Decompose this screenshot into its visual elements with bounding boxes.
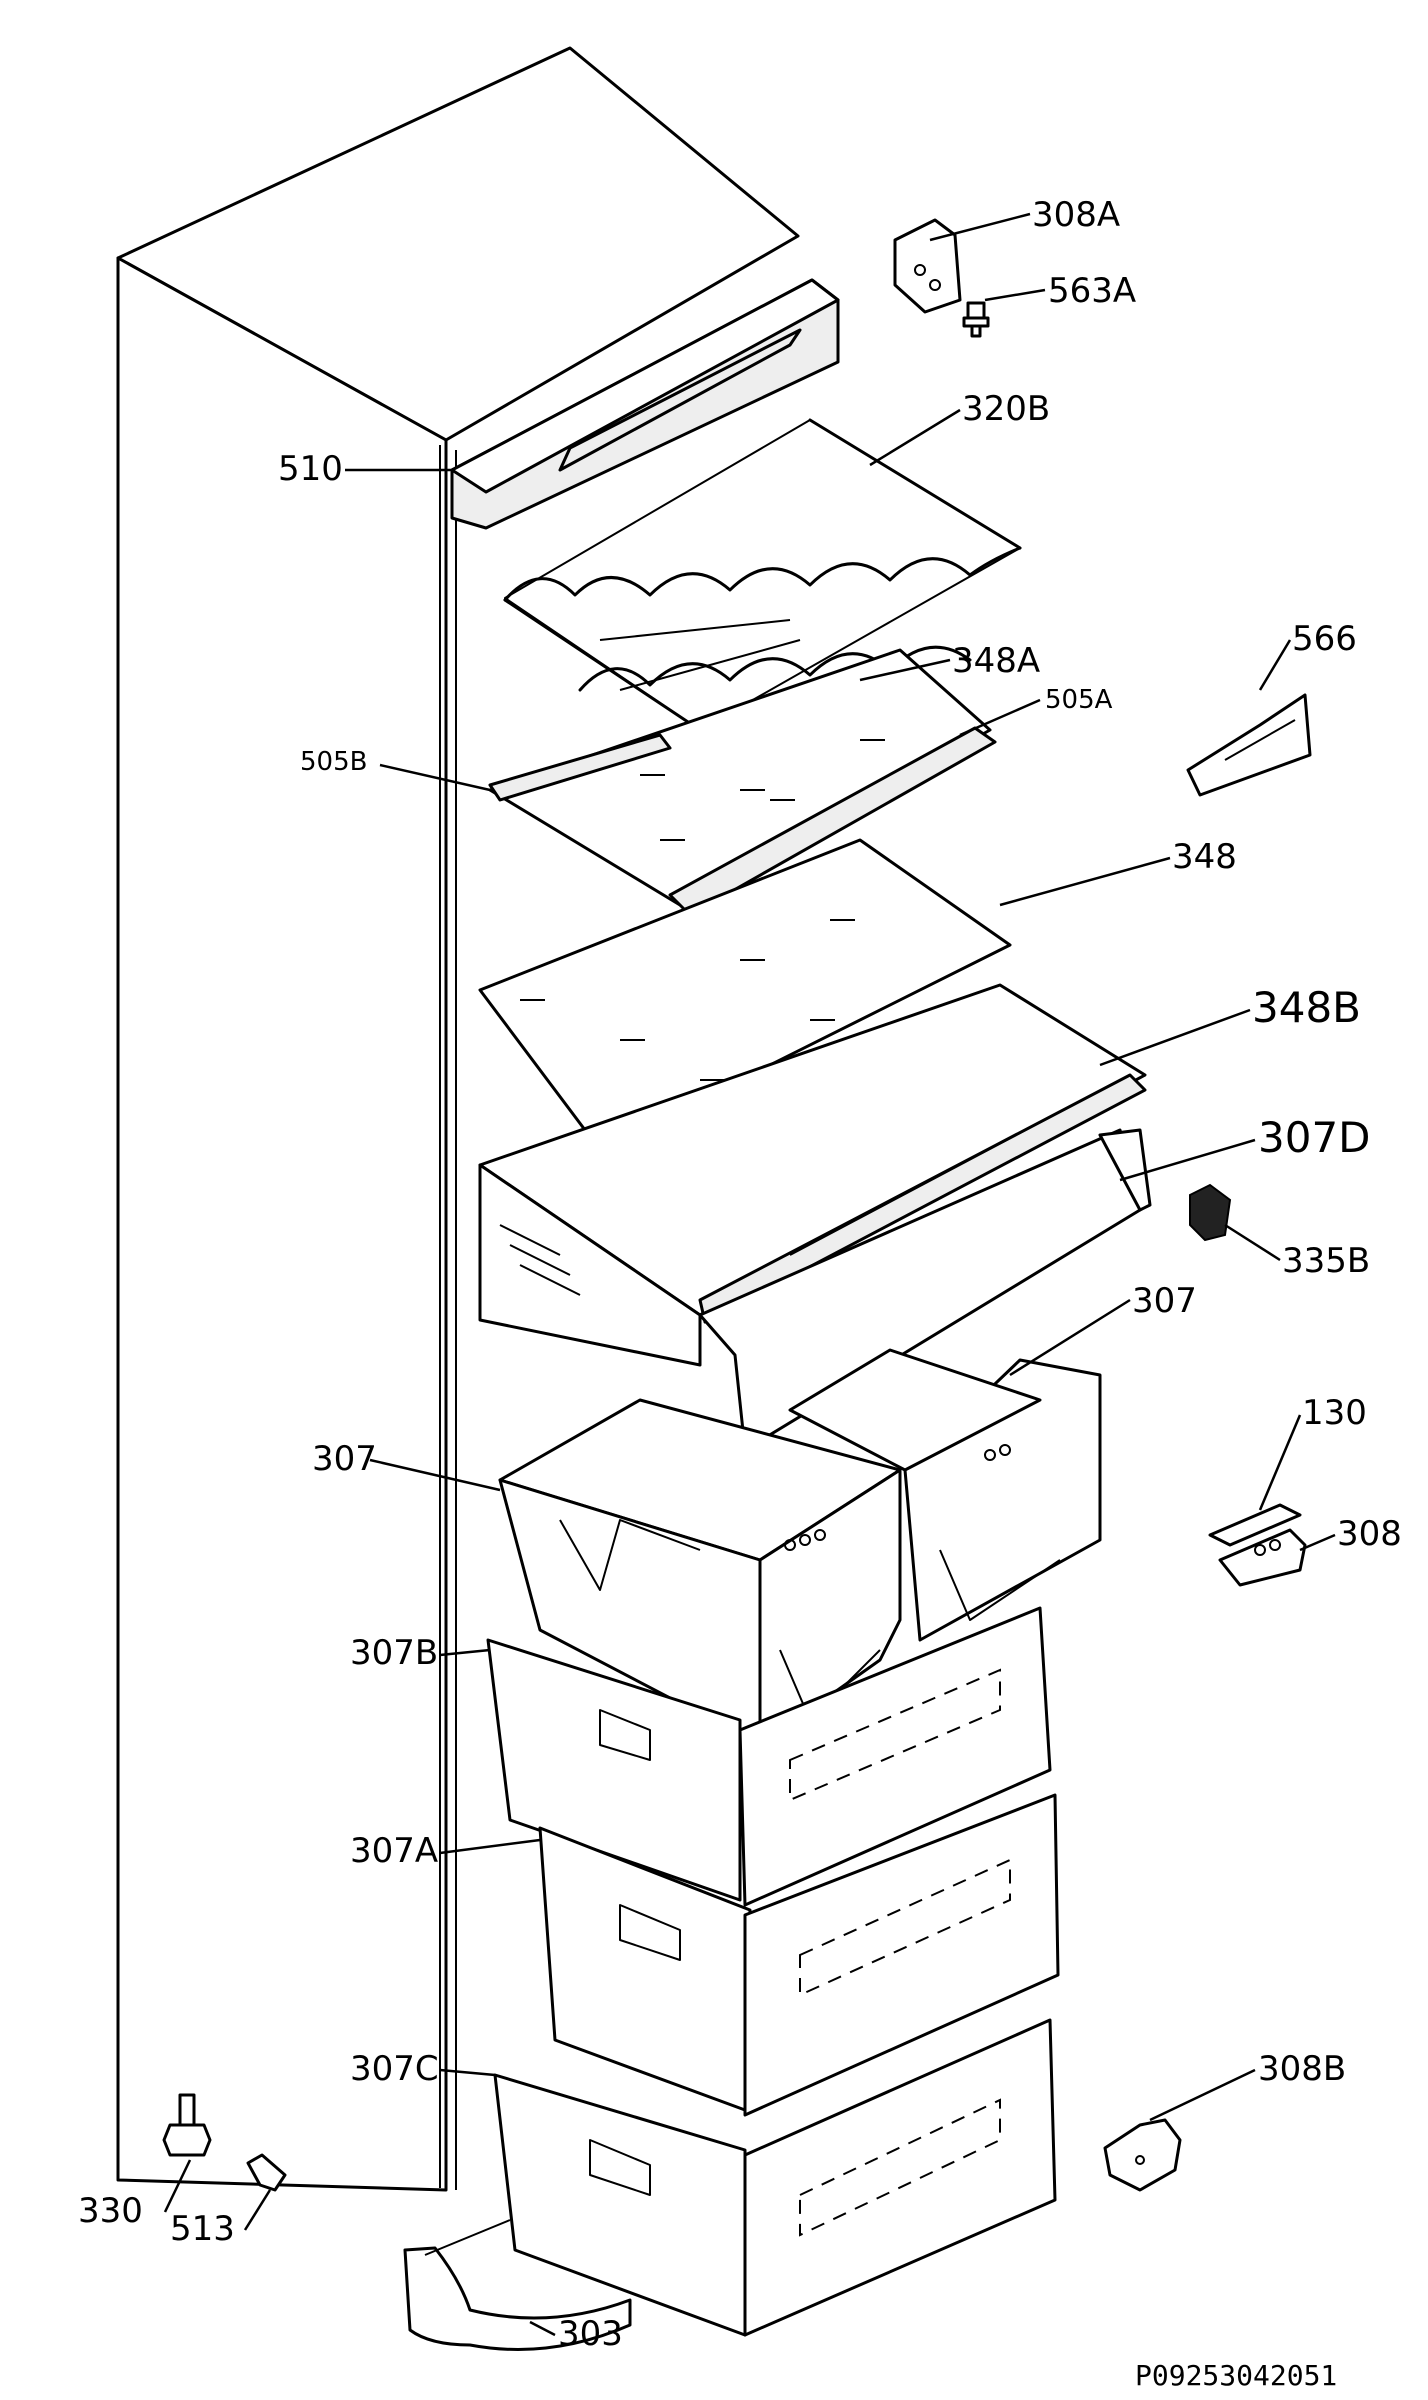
drawing-code: P09253042051 bbox=[1135, 2359, 1337, 2392]
label-130: 130 bbox=[1302, 1393, 1367, 1433]
label-320B: 320B bbox=[962, 389, 1050, 429]
label-510: 510 bbox=[278, 449, 343, 489]
label-505A: 505A bbox=[1045, 685, 1113, 715]
part-303-kick-plate bbox=[403, 2219, 632, 2351]
label-307C: 307C bbox=[350, 2049, 439, 2089]
label-348B: 348B bbox=[1252, 983, 1361, 1032]
leader-lines bbox=[163, 212, 1336, 2337]
part-130-308-hinge bbox=[1208, 1503, 1307, 1587]
label-307D: 307D bbox=[1258, 1113, 1371, 1162]
part-307-bins bbox=[498, 1348, 1102, 1747]
part-320B-wine-rack bbox=[503, 418, 1022, 732]
part-307D-drawer bbox=[478, 1128, 1152, 1452]
label-307-top: 307 bbox=[1132, 1281, 1197, 1321]
part-510-control-panel bbox=[450, 278, 840, 530]
part-307A-drawer bbox=[538, 1793, 1060, 2117]
label-307-left: 307 bbox=[312, 1439, 377, 1479]
label-335B: 335B bbox=[1282, 1241, 1370, 1281]
part-330-foot bbox=[162, 2093, 212, 2157]
label-348: 348 bbox=[1172, 837, 1237, 877]
part-348A-glass-shelf bbox=[488, 648, 997, 917]
label-513: 513 bbox=[170, 2209, 235, 2249]
part-labels: 308A 563A 320B 510 566 348A 505A 505B 34… bbox=[78, 195, 1402, 2392]
part-348-glass-shelf bbox=[478, 838, 1012, 1152]
label-303: 303 bbox=[558, 2314, 623, 2354]
cabinet-body bbox=[116, 46, 800, 2192]
label-563A: 563A bbox=[1048, 271, 1136, 311]
label-308: 308 bbox=[1337, 1514, 1402, 1554]
label-308A: 308A bbox=[1032, 195, 1120, 235]
part-348B-crisper-cover bbox=[478, 983, 1147, 1324]
label-566: 566 bbox=[1292, 619, 1357, 659]
part-307B-drawer bbox=[486, 1606, 1052, 1907]
label-307B: 307B bbox=[350, 1633, 438, 1673]
label-308B: 308B bbox=[1258, 2049, 1346, 2089]
label-348A: 348A bbox=[952, 641, 1040, 681]
part-335B-clip bbox=[1189, 1183, 1232, 1242]
label-307A: 307A bbox=[350, 1831, 438, 1871]
part-566-handle-bracket bbox=[1186, 693, 1312, 797]
part-307C-drawer bbox=[493, 2018, 1057, 2337]
part-308A-hinge bbox=[893, 218, 962, 314]
part-563A-pin bbox=[962, 301, 990, 338]
label-330: 330 bbox=[78, 2191, 143, 2231]
part-308B-lower-hinge bbox=[1103, 2118, 1182, 2192]
part-513-bracket bbox=[246, 2153, 287, 2192]
label-505B: 505B bbox=[300, 747, 367, 777]
